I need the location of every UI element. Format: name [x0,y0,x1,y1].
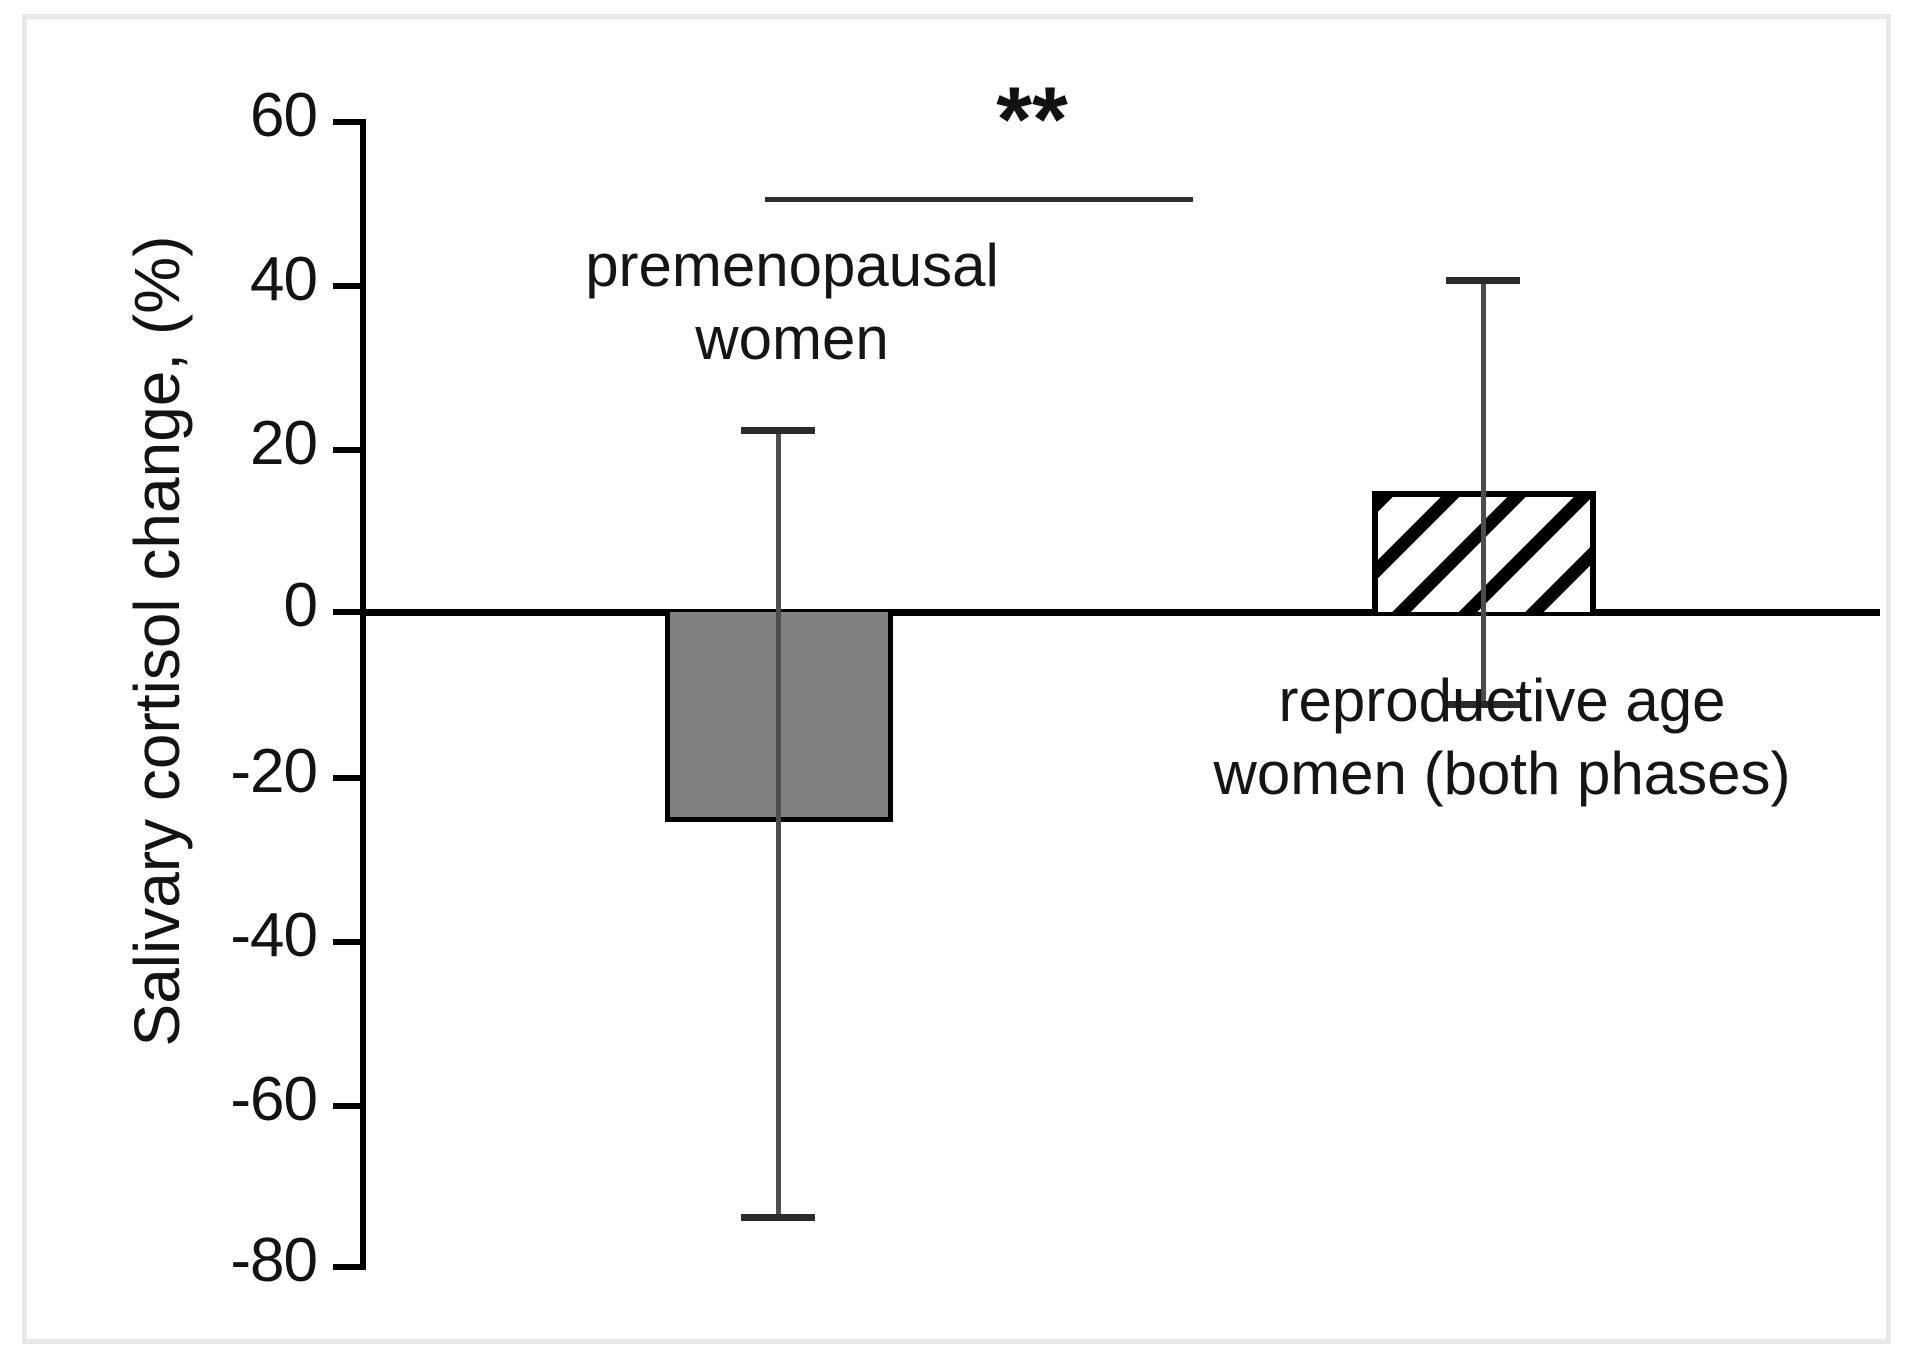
error-bar-cap-top-premenopausal [741,427,815,434]
y-axis-line [360,119,366,1270]
category-label-premenopausal: premenopausal women [447,229,1137,375]
category-label-premenopausal-line1: premenopausal [585,232,999,299]
zero-baseline [360,609,1880,616]
y-axis-title: Salivary cortisol change, (%) [121,235,193,1047]
category-label-reproductive: reproductive age women (both phases) [1147,664,1857,810]
error-bar-stem-reproductive [1481,280,1486,707]
significance-bracket-line [765,197,1193,202]
category-label-reproductive-line1: reproductive age [1278,667,1726,734]
y-tick-label-60: 60 [250,81,318,150]
y-tick-0 [333,609,360,615]
y-tick-label-20: 20 [250,409,318,478]
error-bar-cap-bottom-premenopausal [741,1214,815,1221]
y-tick-neg40 [333,939,360,945]
y-tick-label-neg40: -40 [230,901,318,970]
y-tick-label-0: 0 [283,571,318,640]
category-label-reproductive-line2: women (both phases) [1213,740,1791,808]
y-tick-20 [333,447,360,453]
plot-area: 60 40 20 0 -20 -40 -60 -80 [27,19,1886,1339]
y-tick-label-neg20: -20 [230,737,318,806]
y-tick-label-neg80: -80 [230,1226,318,1295]
y-tick-60 [333,119,360,125]
y-tick-neg60 [333,1103,360,1109]
figure-frame: 60 40 20 0 -20 -40 -60 -80 [22,14,1891,1344]
y-tick-label-40: 40 [250,245,318,314]
error-bar-cap-bottom-reproductive [1446,701,1520,708]
significance-stars: ** [996,69,1068,171]
error-bar-stem-premenopausal [776,430,781,1218]
y-tick-neg20 [333,775,360,781]
y-tick-40 [333,283,360,289]
category-label-premenopausal-line2: women [695,305,889,373]
error-bar-cap-top-reproductive [1446,277,1520,284]
y-tick-label-neg60: -60 [230,1065,318,1134]
y-tick-neg80 [333,1264,360,1270]
